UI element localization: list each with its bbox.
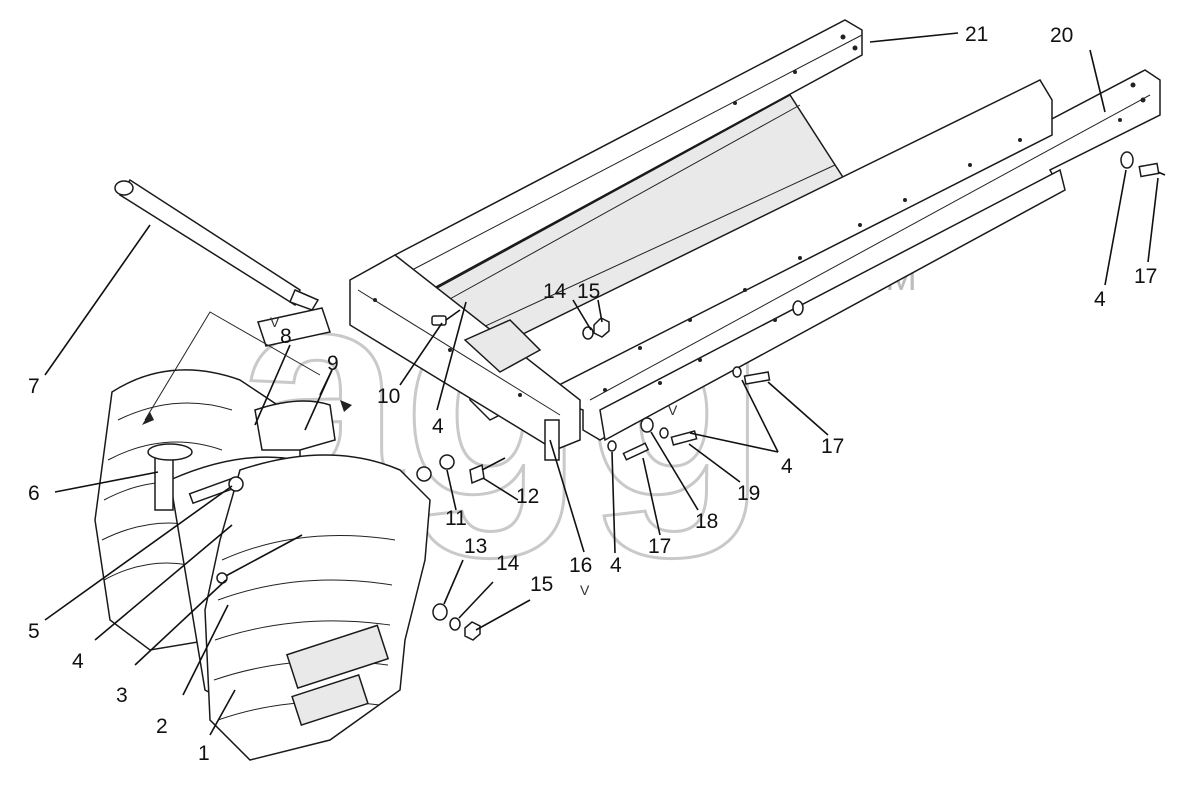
front-plate [349,254,581,461]
callout-labels: 21 20 7 8 9 10 4 14 15 6 5 4 3 2 1 11 12… [28,23,1157,765]
rail-20 [469,69,1161,442]
callout-4: 4 [610,554,622,577]
assembly-arrows [142,311,352,425]
v-mark: V [270,314,280,330]
callout-1: 1 [198,742,210,765]
bolts-17-18-19 [607,151,1166,461]
v-mark: V [668,402,678,418]
weight-1 [204,454,431,761]
callout-4: 4 [432,415,444,438]
callout-17: 17 [821,435,844,458]
bracket-8 [257,307,331,347]
callout-14: 14 [543,280,567,303]
pin-5 [188,476,244,505]
hook-6 [147,443,193,511]
callout-19: 19 [737,482,760,505]
callout-15: 15 [530,573,553,596]
hardware-11-12 [416,454,506,485]
callout-17: 17 [1134,265,1157,288]
callout-14: 14 [496,552,520,575]
callout-13: 13 [464,535,487,558]
callout-6: 6 [28,482,40,505]
callout-16: 16 [569,554,592,577]
v-mark: V [580,582,590,598]
callout-4: 4 [781,455,793,478]
callout-3: 3 [116,684,128,707]
callout-17: 17 [648,535,671,558]
callout-4: 4 [72,650,84,673]
callout-9: 9 [327,352,339,375]
callout-15: 15 [577,280,600,303]
callout-4: 4 [1094,288,1106,311]
callout-8: 8 [280,325,292,348]
callout-2: 2 [156,715,168,738]
hardware-13-14-15 [432,603,481,641]
bolt-10 [431,309,461,326]
callout-5: 5 [28,620,40,643]
v-marks: V V V [270,314,678,598]
callout-20: 20 [1050,24,1073,47]
leader-lines [44,32,1159,736]
callout-12: 12 [516,485,539,508]
callout-18: 18 [695,510,718,533]
callout-7: 7 [28,375,40,398]
weight-plate-9 [254,400,336,451]
callout-21: 21 [965,23,988,46]
callout-11: 11 [445,507,467,530]
callout-10: 10 [377,385,400,408]
rod-7 [114,178,320,311]
